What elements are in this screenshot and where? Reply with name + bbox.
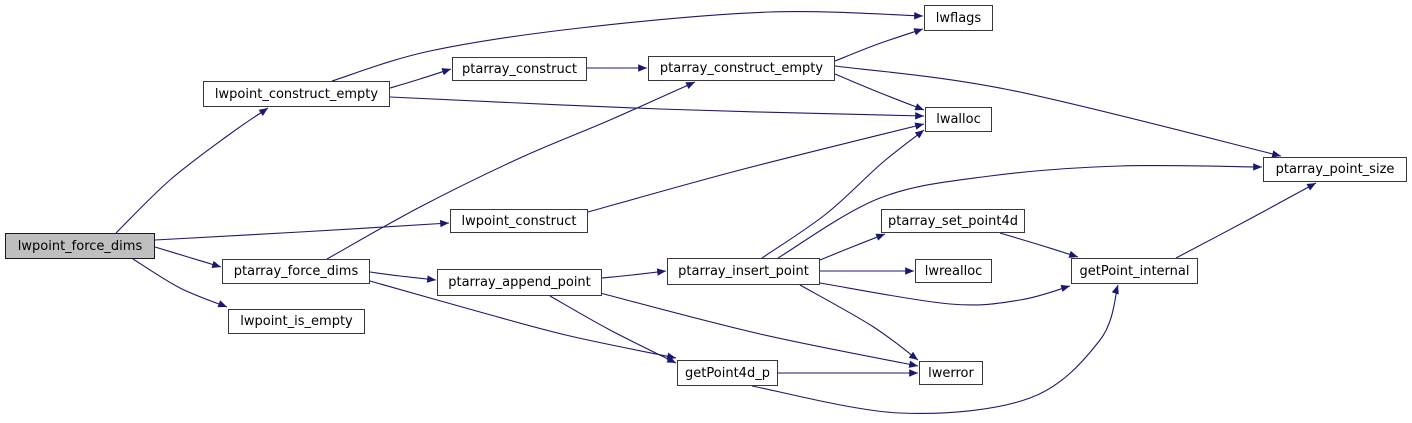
edge-ptarray_insert_point-ptarray_point_size xyxy=(777,163,1263,259)
edge-ptarray_append_point-getPoint4d_p xyxy=(549,295,677,364)
node-ptarray_force_dims[interactable]: ptarray_force_dims xyxy=(222,259,370,284)
edge-ptarray_construct_empty-ptarray_point_size xyxy=(834,65,1282,158)
node-lwerror[interactable]: lwerror xyxy=(919,361,983,385)
edge-ptarray_construct_empty-lwflags xyxy=(834,28,924,62)
edge-ptarray_force_dims-getPoint4d_p xyxy=(369,280,677,360)
edge-ptarray_force_dims-ptarray_construct_empty xyxy=(326,81,696,260)
node-lwpoint_construct[interactable]: lwpoint_construct xyxy=(450,209,588,233)
edge-lwpoint_construct_empty-lwflags xyxy=(331,11,924,82)
node-getPoint4d_p[interactable]: getPoint4d_p xyxy=(677,360,778,386)
edge-ptarray_append_point-lwerror xyxy=(599,292,919,368)
node-lwrealloc[interactable]: lwrealloc xyxy=(915,259,992,283)
edge-ptarray_insert_point-ptarray_set_point4d xyxy=(819,233,886,261)
edge-ptarray_insert_point-getPoint_internal xyxy=(819,282,1071,306)
edge-ptarray_set_point4d-getPoint_internal xyxy=(999,232,1079,258)
node-lwpoint_construct_empty[interactable]: lwpoint_construct_empty xyxy=(203,81,390,107)
node-getPoint_internal[interactable]: getPoint_internal xyxy=(1071,258,1198,284)
edge-ptarray_insert_point-lwalloc xyxy=(761,129,925,259)
edge-lwpoint_force_dims-lwpoint_construct_empty xyxy=(115,107,269,234)
node-ptarray_set_point4d[interactable]: ptarray_set_point4d xyxy=(881,209,1025,233)
node-lwpoint_force_dims: lwpoint_force_dims xyxy=(5,233,155,259)
node-ptarray_construct[interactable]: ptarray_construct xyxy=(452,57,587,81)
edge-lwpoint_force_dims-ptarray_force_dims xyxy=(154,246,222,268)
edge-lwpoint_force_dims-lwpoint_is_empty xyxy=(132,258,228,308)
node-ptarray_append_point[interactable]: ptarray_append_point xyxy=(437,269,602,296)
edge-getPoint4d_p-getPoint_internal xyxy=(751,284,1119,414)
node-ptarray_point_size[interactable]: ptarray_point_size xyxy=(1263,157,1407,182)
edge-lwpoint_construct_empty-lwalloc xyxy=(389,96,925,120)
edge-ptarray_force_dims-ptarray_append_point xyxy=(369,271,437,283)
edge-lwpoint_construct-lwalloc xyxy=(587,122,925,213)
edge-lwpoint_construct_empty-ptarray_construct xyxy=(389,68,452,89)
edge-ptarray_append_point-ptarray_insert_point xyxy=(601,268,667,279)
edge-getPoint_internal-ptarray_point_size xyxy=(1175,182,1317,259)
edge-group xyxy=(115,11,1317,414)
node-lwflags[interactable]: lwflags xyxy=(924,5,993,31)
edge-ptarray_construct_empty-lwalloc xyxy=(834,73,925,111)
edge-ptarray_insert_point-lwerror xyxy=(799,284,919,361)
node-lwalloc[interactable]: lwalloc xyxy=(925,107,992,132)
edge-lwpoint_force_dims-lwpoint_construct xyxy=(154,219,450,241)
node-ptarray_construct_empty[interactable]: ptarray_construct_empty xyxy=(648,56,835,81)
node-lwpoint_is_empty[interactable]: lwpoint_is_empty xyxy=(228,309,365,334)
node-ptarray_insert_point[interactable]: ptarray_insert_point xyxy=(667,258,820,285)
